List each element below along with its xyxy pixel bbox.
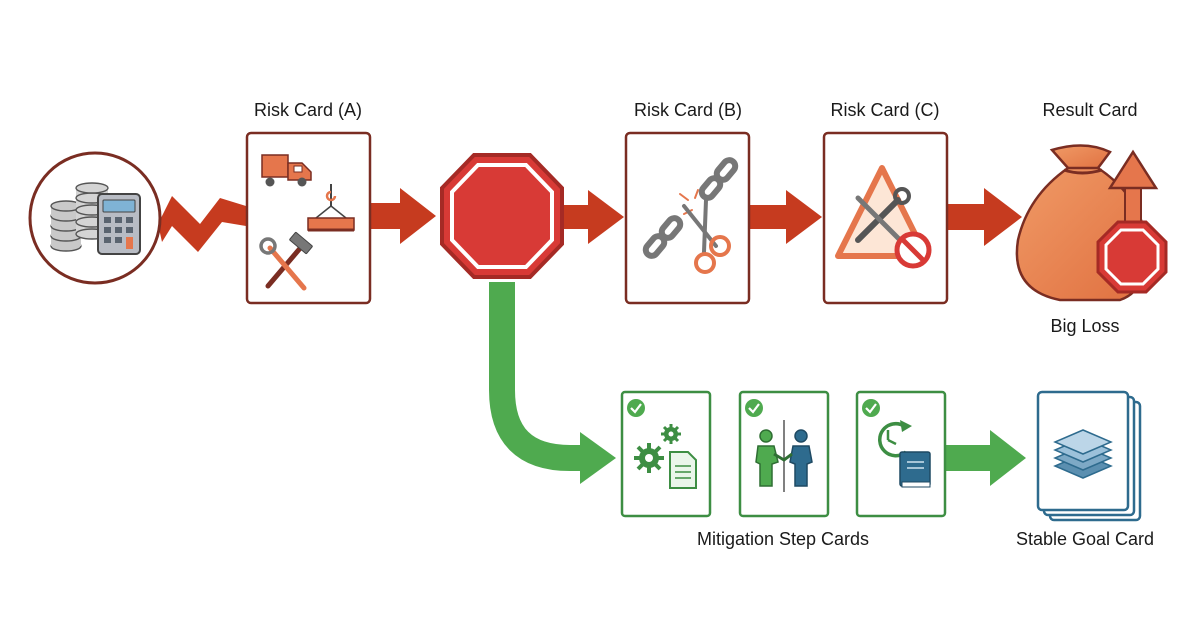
clock-refresh-icon <box>878 420 912 458</box>
risk-card-a-label: Risk Card (A) <box>253 100 363 120</box>
risk-card-c-label: Risk Card (C) <box>830 100 940 120</box>
arrow-stop-to-risk-b <box>560 190 624 244</box>
arrow-risk-b-to-risk-c <box>750 190 822 244</box>
book-icon <box>899 451 931 488</box>
check-icon <box>627 399 645 417</box>
wrench-icon <box>855 187 911 243</box>
scissors-icon <box>682 198 731 274</box>
document-icon <box>669 451 697 489</box>
stacked-layers-icon <box>1053 429 1113 479</box>
stable-goal-card <box>1036 390 1142 522</box>
calculator-icon <box>97 193 141 255</box>
result-card-label: Result Card <box>1042 100 1138 120</box>
crane-hook-icon <box>307 184 355 232</box>
hammer-wrench-icon <box>259 232 313 291</box>
arrow-risk-a-to-stop <box>370 188 436 244</box>
stop-sign-icon <box>440 153 564 279</box>
stop-sign <box>440 153 564 279</box>
risk-card-b <box>624 131 751 305</box>
stop-sign-icon <box>1096 220 1168 294</box>
big-loss-label: Big Loss <box>1050 316 1120 336</box>
stable-goal-card-label: Stable Goal Card <box>1015 529 1155 549</box>
prohibited-icon <box>894 231 932 269</box>
check-icon <box>745 399 763 417</box>
broken-chain-icon <box>642 157 739 259</box>
gears-icon <box>634 424 681 473</box>
start-node <box>28 151 162 285</box>
risk-card-b-label: Risk Card (B) <box>633 100 743 120</box>
risk-card-a <box>245 131 372 305</box>
handshake-people-icon <box>755 420 813 492</box>
mitigation-card-1 <box>620 390 712 518</box>
arrow-mitigation-to-goal <box>944 430 1026 486</box>
lightning-connector <box>158 196 246 252</box>
mitigation-card-3 <box>855 390 947 518</box>
mitigation-card-2 <box>738 390 830 518</box>
mitigation-path-connectors <box>489 282 1026 486</box>
check-icon <box>862 399 880 417</box>
result-card <box>1015 144 1168 302</box>
delivery-truck-icon <box>261 154 312 187</box>
arrow-risk-c-to-result <box>946 188 1022 246</box>
risk-card-c <box>822 131 949 305</box>
risk-path-connectors <box>158 188 1022 252</box>
mitigation-step-cards-label: Mitigation Step Cards <box>696 529 870 549</box>
